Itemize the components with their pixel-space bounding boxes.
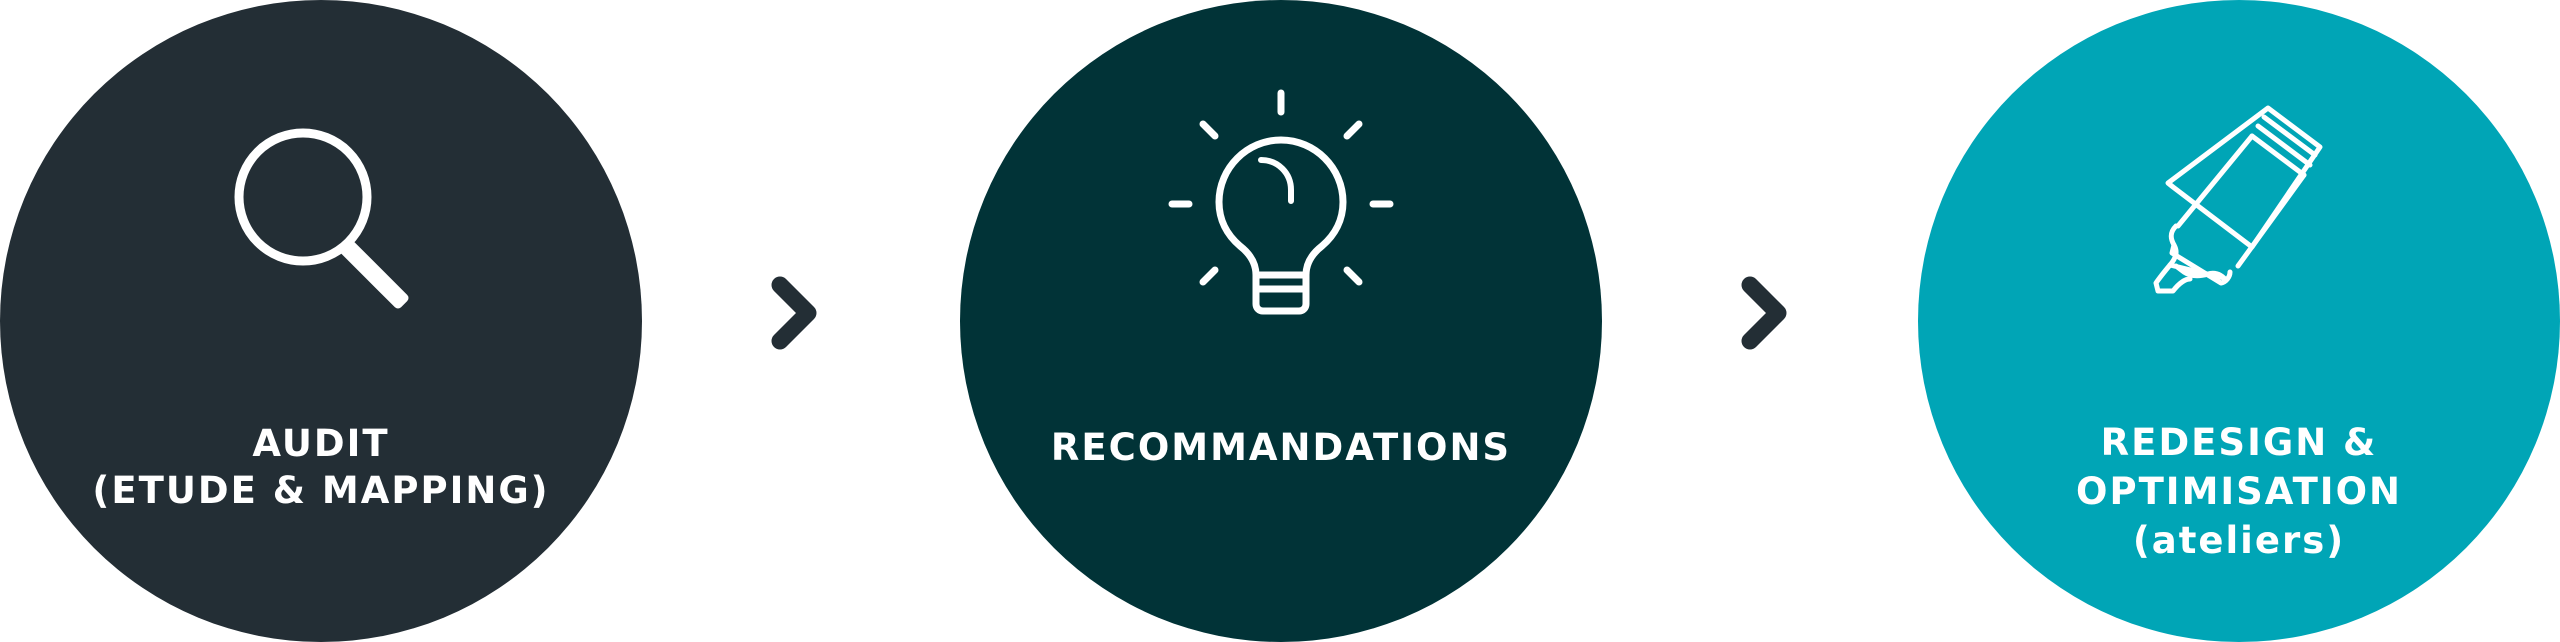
step-audit-label: AUDIT (ETUDE & MAPPING): [0, 420, 642, 514]
step-redesign-label-line-1: REDESIGN &: [2100, 421, 2378, 464]
step-recommandations: RECOMMANDATIONS: [960, 0, 1602, 642]
step-recommandations-label: RECOMMANDATIONS: [960, 424, 1602, 471]
highlighter-icon: [2153, 105, 2323, 294]
step-redesign-label: REDESIGN & OPTIMISATION (ateliers): [1918, 418, 2560, 565]
step-redesign-label-line-2: OPTIMISATION: [2076, 470, 2402, 513]
lightbulb-icon: [1168, 89, 1394, 315]
chevron-right-icon: [771, 276, 817, 350]
chevron-right-icon: [1741, 276, 1787, 350]
step-audit-label-line-2: (ETUDE & MAPPING): [92, 469, 550, 512]
step-redesign-label-line-3: (ateliers): [2132, 519, 2346, 562]
step-redesign: REDESIGN & OPTIMISATION (ateliers): [1918, 0, 2560, 642]
step-audit-label-line-1: AUDIT: [252, 422, 390, 465]
step-audit: AUDIT (ETUDE & MAPPING): [0, 0, 642, 642]
step-recommandations-label-line-1: RECOMMANDATIONS: [1050, 426, 1512, 469]
magnifier-icon: [234, 128, 409, 309]
